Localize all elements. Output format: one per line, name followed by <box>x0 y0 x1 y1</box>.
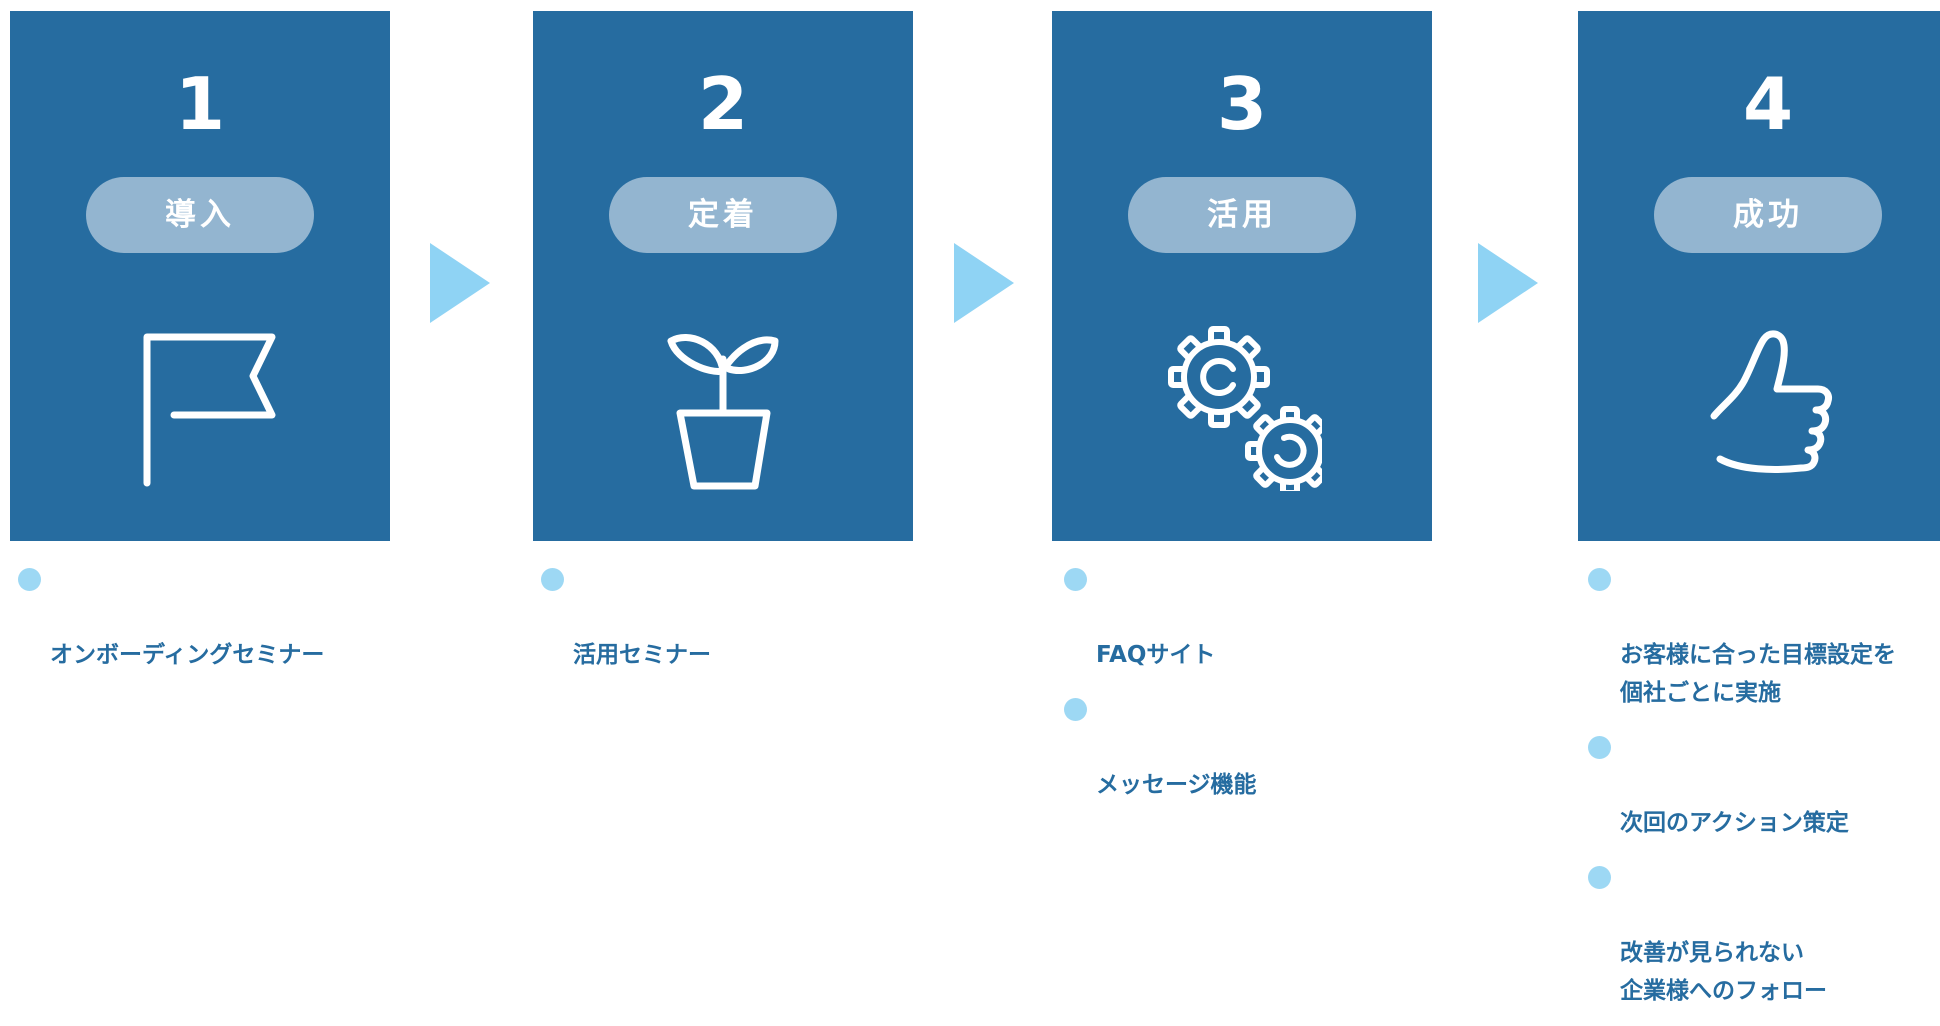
step-number: 4 <box>1742 62 1794 146</box>
list-item: FAQサイト <box>1064 560 1424 674</box>
step-card-2: 2 定着 <box>533 11 913 541</box>
step-label-pill: 導入 <box>86 177 314 253</box>
bullet-dot <box>18 568 41 591</box>
list-item-text: お客様に合った目標設定を 個社ごとに実施 <box>1620 642 1896 706</box>
step-card-3: 3 活用 <box>1052 11 1432 541</box>
gears-icon <box>1162 311 1322 491</box>
step-card-4: 4 成功 <box>1578 11 1940 541</box>
sprout-pot-icon <box>643 311 803 491</box>
bullet-list-step-2: 活用セミナー <box>541 560 901 690</box>
list-item-text: 次回のアクション策定 <box>1620 810 1849 836</box>
step-label-pill: 成功 <box>1654 177 1882 253</box>
bullet-list-step-4: お客様に合った目標設定を 個社ごとに実施 次回のアクション策定 改善が見られない… <box>1588 560 1936 1026</box>
bullet-dot <box>1588 866 1611 889</box>
step-number: 2 <box>697 62 749 146</box>
bullet-dot <box>1064 698 1087 721</box>
step-number: 3 <box>1216 62 1268 146</box>
list-item: お客様に合った目標設定を 個社ごとに実施 <box>1588 560 1936 712</box>
arrow-right-icon <box>430 243 490 323</box>
bullet-dot <box>1588 568 1611 591</box>
list-item: 改善が見られない 企業様へのフォロー <box>1588 858 1936 1010</box>
list-item-text: 改善が見られない 企業様へのフォロー <box>1620 940 1827 1004</box>
step-label-pill: 定着 <box>609 177 837 253</box>
list-item: メッセージ機能 <box>1064 690 1424 804</box>
flag-icon <box>120 311 280 491</box>
list-item: 活用セミナー <box>541 560 901 674</box>
bullet-list-step-1: オンボーディングセミナー <box>18 560 378 690</box>
bullet-list-step-3: FAQサイト メッセージ機能 <box>1064 560 1424 820</box>
bullet-dot <box>1588 736 1611 759</box>
list-item: オンボーディングセミナー <box>18 560 378 674</box>
list-item-text: 活用セミナー <box>573 642 711 668</box>
step-card-1: 1 導入 <box>10 11 390 541</box>
list-item: 次回のアクション策定 <box>1588 728 1936 842</box>
arrow-right-icon <box>954 243 1014 323</box>
bullet-dot <box>541 568 564 591</box>
list-item-text: オンボーディングセミナー <box>50 642 325 668</box>
step-label-pill: 活用 <box>1128 177 1356 253</box>
list-item-text: FAQサイト <box>1096 642 1216 668</box>
step-number: 1 <box>174 62 226 146</box>
bullet-dot <box>1064 568 1087 591</box>
thumbs-up-icon <box>1688 311 1848 491</box>
arrow-right-icon <box>1478 243 1538 323</box>
list-item-text: メッセージ機能 <box>1096 772 1257 798</box>
